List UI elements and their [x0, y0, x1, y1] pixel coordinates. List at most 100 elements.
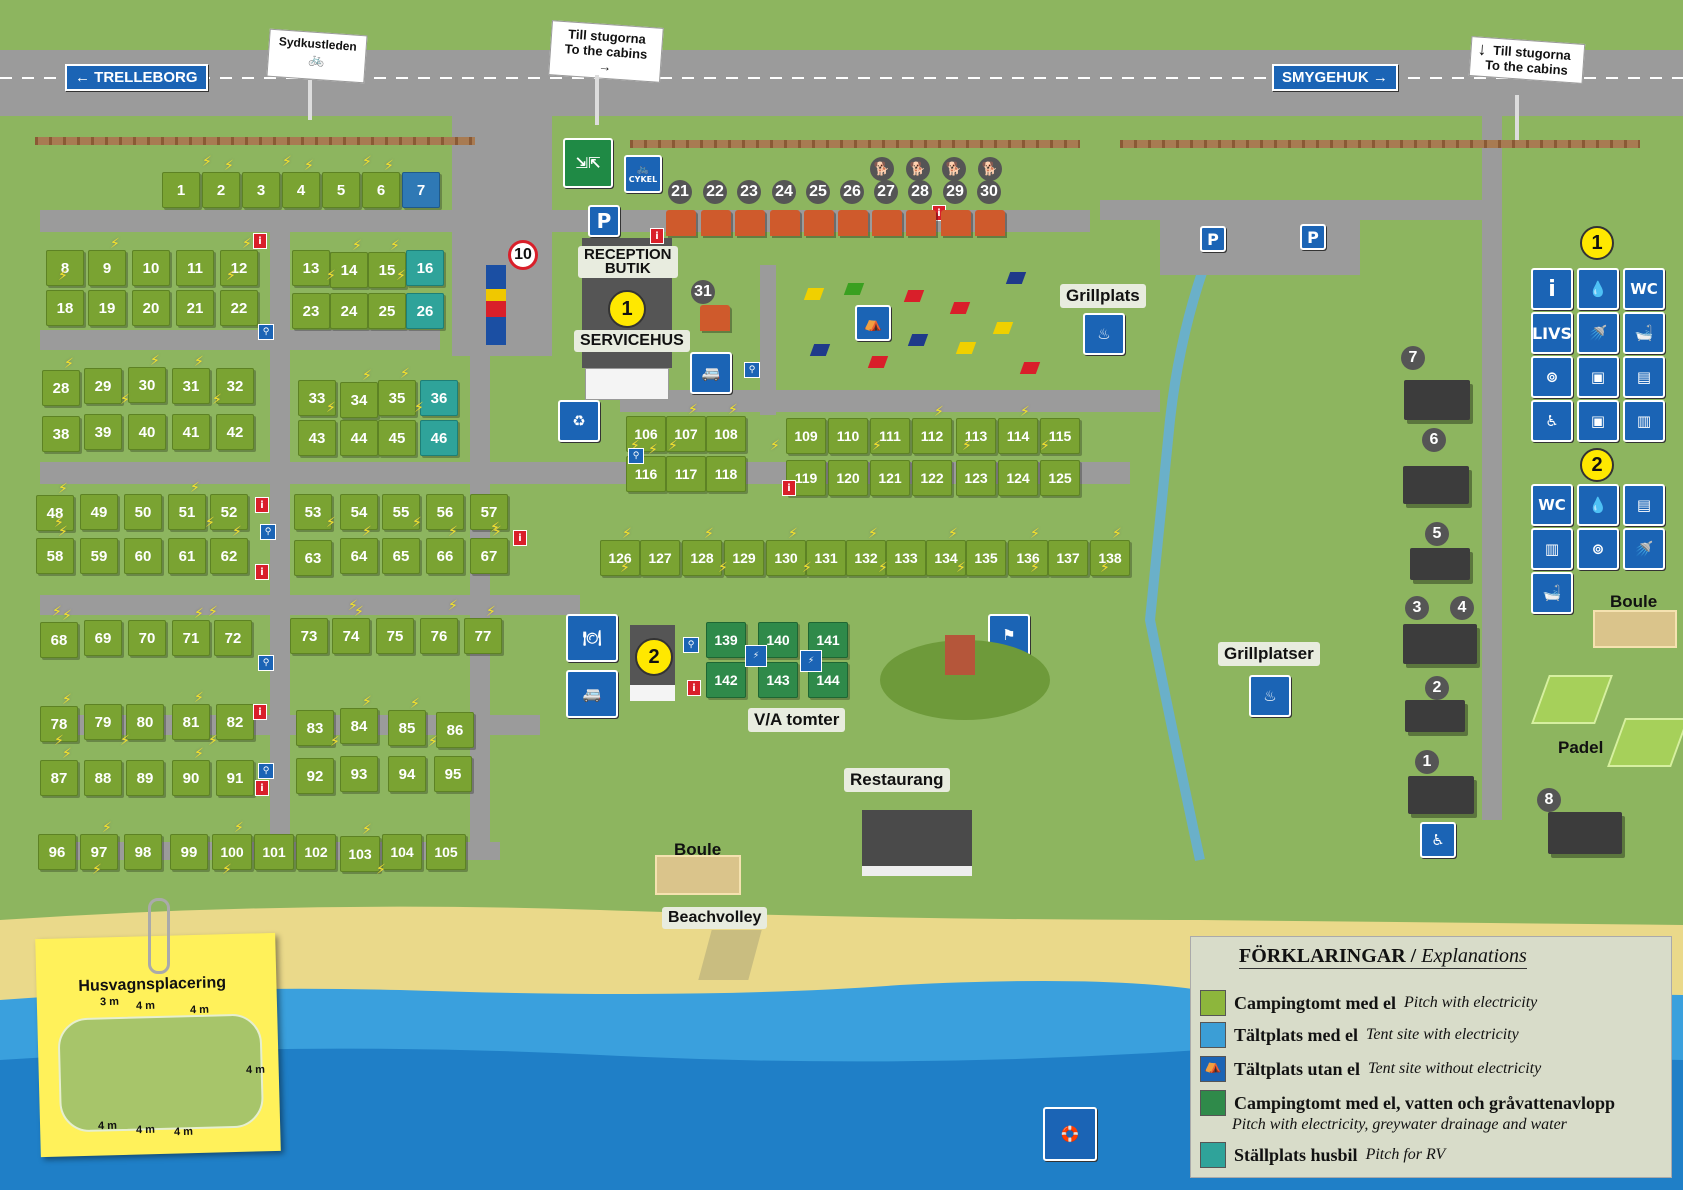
- pitch: 111: [870, 418, 910, 454]
- pitch: 35: [378, 380, 416, 416]
- cabin-number: 22: [703, 180, 727, 204]
- water-icon: 💧: [1577, 484, 1619, 526]
- dryer-icon: ▣: [1577, 356, 1619, 398]
- pitch: 9: [88, 250, 126, 286]
- cabin-number: 26: [840, 180, 864, 204]
- pitch: 54: [340, 494, 378, 530]
- sign-post: [595, 75, 599, 125]
- note-title: Husvagnsplacering: [78, 974, 227, 996]
- electricity-icon: ⚡: [962, 438, 972, 454]
- pitch: 77: [464, 618, 502, 654]
- pitch: 45: [378, 420, 416, 456]
- pitch: 58: [36, 538, 74, 574]
- boule-right-label: Boule: [1610, 592, 1658, 611]
- pitch: 8: [46, 250, 84, 286]
- pitch: 129: [724, 540, 764, 576]
- cabin-number: 25: [806, 180, 830, 204]
- legend: FÖRKLARINGAR / Explanations: [1190, 936, 1672, 1178]
- rv-pitch: 36: [420, 380, 458, 416]
- cabin-number: 5: [1425, 522, 1449, 546]
- electricity-icon: ⚡: [304, 158, 314, 174]
- electricity-icon: ⚡: [704, 526, 714, 542]
- grocery-icon: LIVS: [1531, 312, 1573, 354]
- pitch: 6: [362, 172, 400, 208]
- internal-road: [760, 265, 776, 415]
- electricity-icon: ⚡: [102, 820, 112, 836]
- dog-icon: 🐕: [870, 157, 894, 181]
- electricity-icon: ⚡: [54, 733, 64, 749]
- pitch: 114: [998, 418, 1038, 454]
- cabin-number: 2: [1425, 676, 1449, 700]
- pitch: 100: [212, 834, 252, 870]
- internal-road: [1482, 100, 1502, 820]
- internal-road: [270, 210, 290, 850]
- pitch: 133: [886, 540, 926, 576]
- cabin: [804, 210, 834, 236]
- pitch: 95: [434, 756, 472, 792]
- internal-road: [620, 390, 1160, 412]
- pitch: 102: [296, 834, 336, 870]
- accessible-icon: ♿: [1420, 822, 1456, 858]
- cabin: [1410, 548, 1470, 580]
- electricity-icon: ⚡: [1030, 560, 1040, 576]
- electricity-icon: ⚡: [770, 438, 780, 454]
- shower-icon: 🛁: [1531, 572, 1573, 614]
- electricity-icon: ⚡: [64, 356, 74, 372]
- rv-pitch: 26: [406, 293, 444, 329]
- legend-swatch: [1200, 990, 1226, 1016]
- restaurang-label: Restaurang: [844, 768, 950, 792]
- cabin-number: 21: [668, 180, 692, 204]
- electricity-icon: ⚡: [448, 524, 458, 540]
- service-building-2-front: [630, 685, 675, 701]
- legend-sublabel: Tent site without electricity: [1368, 1060, 1542, 1077]
- internal-road: [40, 330, 440, 350]
- sign-cabins-right: ↓ Till stugorna To the cabins: [1468, 36, 1586, 84]
- pitch: 107: [666, 416, 706, 452]
- pitch: 52: [210, 494, 248, 530]
- dimension-label: 4 m: [135, 999, 156, 1013]
- sign-post: [1515, 95, 1519, 140]
- electricity-icon: ⚡: [330, 734, 340, 750]
- electricity-icon: ⚡: [1100, 560, 1110, 576]
- pitch: 93: [340, 756, 378, 792]
- pitch: 128: [682, 540, 722, 576]
- parking-lot: [1160, 215, 1360, 275]
- cabin-number: 27: [874, 180, 898, 204]
- legend-swatch: [1200, 1090, 1226, 1116]
- pitch: 130: [766, 540, 806, 576]
- pitch: 61: [168, 538, 206, 574]
- pitch: 71: [172, 620, 210, 656]
- fire-extinguisher-icon: i: [253, 233, 267, 249]
- electricity-icon: ⚡: [868, 526, 878, 542]
- electricity-icon: ⚡: [58, 268, 68, 284]
- electricity-icon: ⚡: [54, 515, 64, 531]
- rv-service-icon: 🚐: [566, 670, 618, 718]
- restaurant-building: [862, 810, 972, 876]
- pitch: 124: [998, 460, 1038, 496]
- pitch: 103: [340, 836, 380, 872]
- electricity-icon: ⚡: [668, 438, 678, 454]
- electricity-icon: ⚡: [376, 862, 386, 878]
- servicehus-building: [585, 368, 669, 400]
- pitch: 108: [706, 416, 746, 452]
- pitch: 109: [786, 418, 826, 454]
- info-icon: i: [1531, 268, 1573, 310]
- shower-icon: 🛁: [1623, 312, 1665, 354]
- pitch: 84: [340, 708, 378, 744]
- fence: [1120, 140, 1640, 148]
- cabin-number: 6: [1422, 428, 1446, 452]
- sign-post: [308, 80, 312, 120]
- cabin: [975, 210, 1005, 236]
- pitch: 88: [84, 760, 122, 796]
- sink-icon: 🚿: [1623, 528, 1665, 570]
- pitch: 132: [846, 540, 886, 576]
- electricity-icon: ⚡: [354, 604, 364, 620]
- pitch: 123: [956, 460, 996, 496]
- legend-label: Campingtomt med el, vatten och gråvatten…: [1234, 1092, 1615, 1113]
- pitch: 101: [254, 834, 294, 870]
- fire-extinguisher-icon: i: [687, 680, 701, 696]
- pitch: 97: [80, 834, 118, 870]
